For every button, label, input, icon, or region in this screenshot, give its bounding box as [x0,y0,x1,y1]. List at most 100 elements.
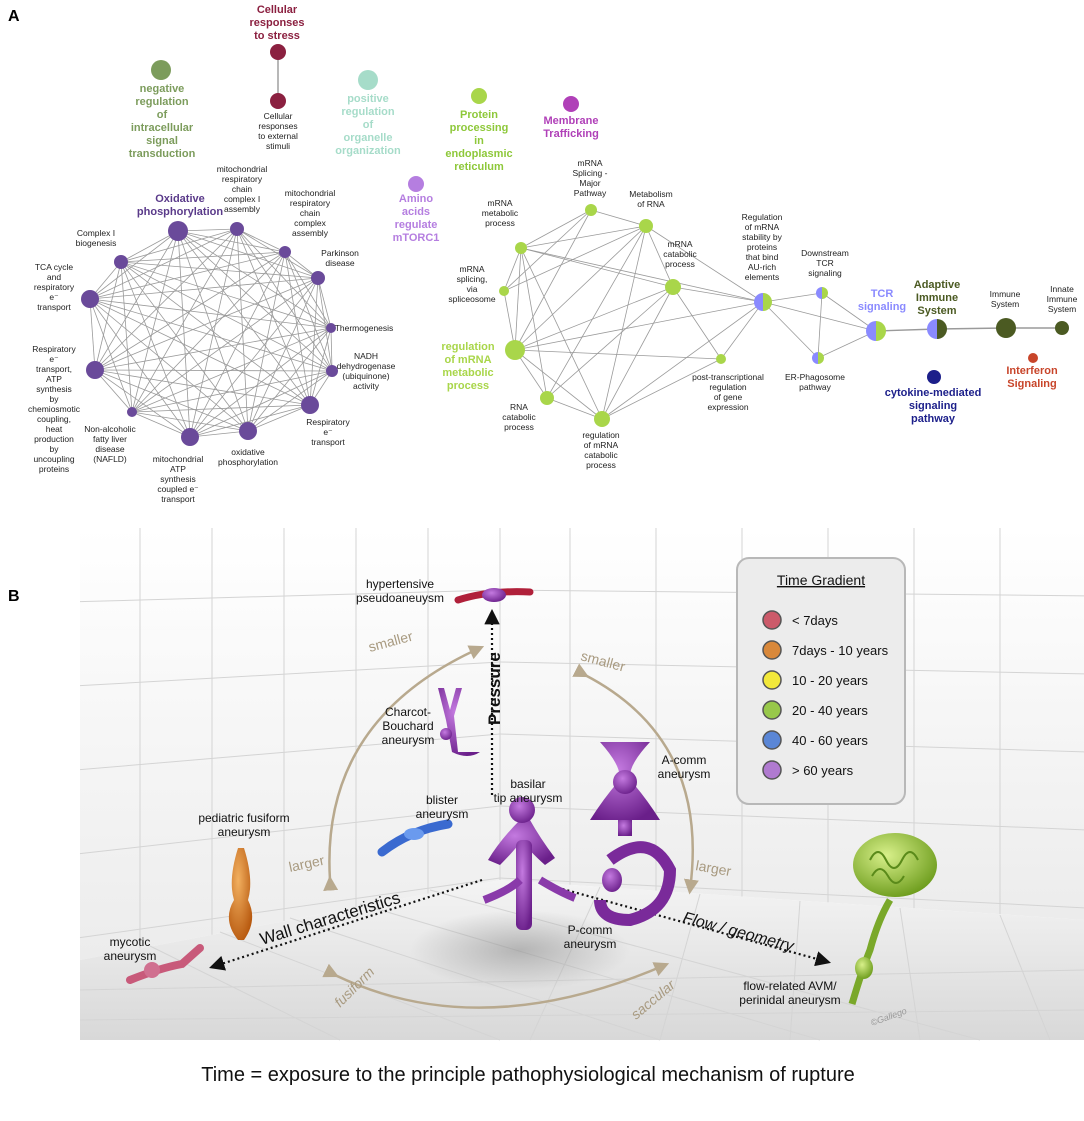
basilar-shape [482,797,577,930]
network-edge [94,277,319,371]
network-edge [284,251,333,372]
network-edge [762,301,819,359]
network-edge [590,209,647,227]
oxphos-node [127,407,137,417]
legend-title: Time Gradient [777,572,865,588]
legend-swatch [762,640,782,660]
network-edge [120,261,333,372]
hypertensive-shape [454,588,534,604]
network-edge [520,247,548,399]
legend-swatch [762,610,782,630]
legend-label: < 7days [792,613,838,628]
legend-swatch [762,760,782,780]
label-thermogenesis: Thermogenesis [335,323,394,333]
arc-left-top [323,645,485,891]
network-edge [131,411,249,432]
network-edge [601,225,647,420]
legend-swatch [762,670,782,690]
oxphos-node [326,365,338,377]
oxphos-node [114,255,128,269]
network-edge [189,327,332,438]
pediatric-shape [228,848,253,940]
legend-label: 20 - 40 years [792,703,868,718]
network-edge [89,298,249,432]
cytokine-node [927,370,941,384]
grid-line [79,589,501,603]
immune-system-node [996,318,1016,338]
oxphos-node [181,428,199,446]
network-edge [189,228,238,438]
oxphos-node [239,422,257,440]
network-edge [131,251,286,413]
network-edge [189,277,319,438]
oxphos-node [81,290,99,308]
arc-label-larger-left: larger [287,852,326,875]
network-edge [236,228,333,372]
cellular-stress-node [270,44,286,60]
network-edge [546,225,647,399]
aneurysm-diagram: Pressure Wall characteristics Flow / geo… [79,528,1084,1086]
network-edge [131,411,191,438]
network-edge [817,330,877,359]
network-edge [762,301,877,332]
mrna-node-erPhago [812,352,824,364]
network-edge [247,404,311,432]
legend-label: 10 - 20 years [792,673,868,688]
network-edge [94,327,332,371]
mrna-node-spliceo [499,286,509,296]
network-edge [330,327,333,372]
network-edge [236,228,286,253]
mrna-node-catab [665,279,681,295]
network-edge [317,277,332,329]
legend-swatch [762,730,782,750]
network-edge [94,369,311,406]
network-edge [94,369,133,413]
oxphos-node [326,323,336,333]
network-edge [89,298,332,329]
network-edge [546,286,674,399]
oxphos-node [86,361,104,379]
oxphos-node [311,271,325,285]
grid-line [79,1009,1084,1021]
wall-axis [209,878,483,971]
pressure-axis-label: Pressure [485,652,504,725]
network-edge [514,286,674,351]
network-edge [503,290,516,351]
mrna-node-metRNA [639,219,653,233]
network-edge [131,370,333,413]
network-edge [120,251,286,263]
avm-shape [848,833,937,1005]
network-edge [120,261,311,406]
network-edge [189,430,249,438]
network-edge [89,298,333,372]
mycotic-shape [126,944,204,984]
tcr-node [866,321,886,341]
mrna-node-rnaCat [540,391,554,405]
network-edge [120,228,238,263]
network-edge [247,277,319,432]
mrna-node-regCat [594,411,610,427]
network-edge [94,369,333,372]
network-edge [514,247,522,351]
